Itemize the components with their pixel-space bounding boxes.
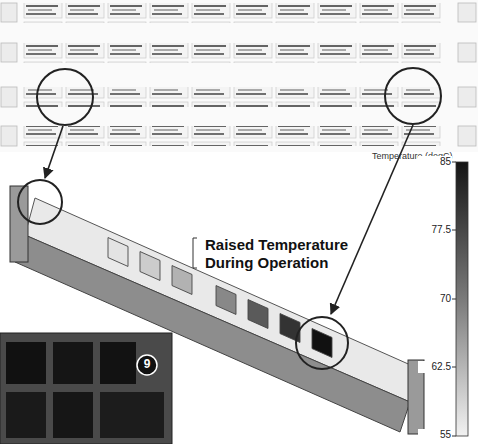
scale-value: 77.5 (418, 224, 452, 236)
scale-value: 70 (418, 293, 452, 305)
callout-number: 9 (137, 357, 157, 371)
module-top-view (0, 0, 478, 152)
bracket (193, 238, 197, 268)
highlight-circle (37, 68, 441, 125)
annotation: Raised Temperature During Operation (205, 236, 355, 272)
leader-arrow (45, 125, 413, 314)
scale-value: 55 (418, 429, 452, 441)
color-bar (452, 162, 468, 436)
scale-value: 62.5 (418, 361, 452, 373)
scale-value: 85 (418, 156, 452, 168)
inset-photo (0, 333, 172, 444)
